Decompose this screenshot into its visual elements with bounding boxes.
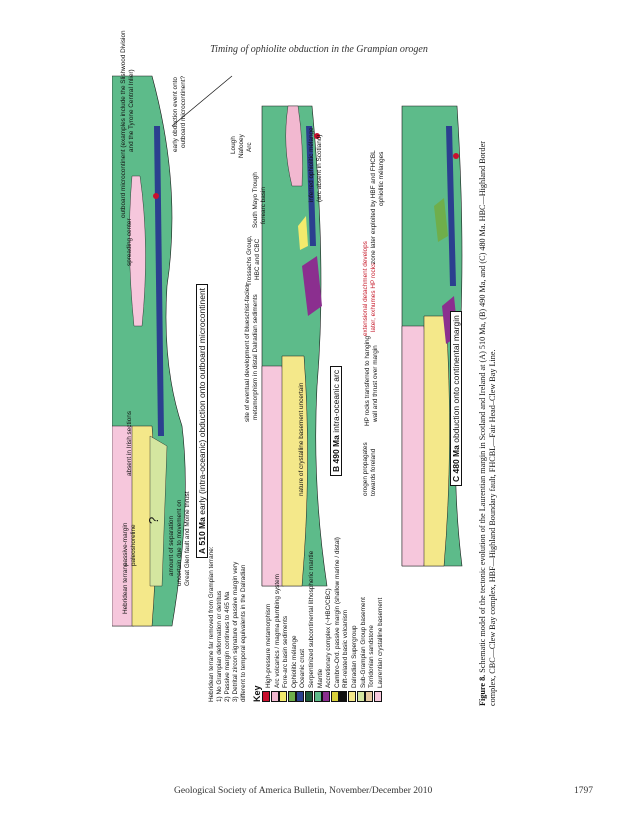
key-swatch	[322, 691, 331, 702]
label-hebridean: Hebridean terrane	[122, 562, 129, 614]
label-passive-margin: passive-margin	[122, 522, 129, 566]
hebridean-note-0: Hebridean terrane far removed from Gramp…	[208, 546, 215, 702]
key-swatch	[270, 691, 279, 702]
section-b-oceanic-crust	[306, 126, 316, 246]
key-swatch	[330, 691, 339, 702]
key-swatch	[339, 691, 348, 702]
label-hp-1: HP rocks transferred to hanging	[364, 335, 371, 426]
section-a-microcontinent	[129, 175, 146, 327]
key-label: Laurentian crystalline basement	[376, 597, 384, 688]
panel-c-letter: C	[451, 475, 461, 482]
key-title: Key	[252, 685, 262, 702]
label-site-1: site of eventual development of blueschi…	[244, 284, 251, 422]
section-b-arc	[285, 105, 303, 187]
label-ext-1: extensional detachment develops	[362, 241, 369, 336]
panel-c-title: C 480 Ma obduction onto continental marg…	[450, 311, 462, 486]
question-mark: ?	[146, 516, 161, 524]
caption-label: Figure 8.	[478, 674, 487, 706]
label-orogen-2: towards foreland	[370, 448, 377, 496]
caption-text: Schematic model of the tectonic evolutio…	[478, 141, 497, 706]
label-melange-1: inferred ophiolitic mélange	[308, 127, 315, 202]
hebridean-note-1: 1) No Grampian deformation or detritus	[216, 590, 223, 702]
label-separation-2: uncertain due to movement on	[176, 499, 183, 586]
section-c-hp-marker	[453, 153, 459, 159]
hebridean-note-3: 3) Detrital zircon signature of passive …	[232, 561, 239, 702]
label-ext-2: later, exhumes HP rocks	[370, 262, 377, 332]
label-early-2: outboard microcontinent?	[180, 75, 187, 148]
panel-b-text: intra-oceanic arc	[331, 369, 341, 433]
section-a-hp-marker	[153, 193, 159, 199]
section-b-hp-marker	[314, 133, 320, 139]
label-lough-1: Lough	[230, 136, 237, 154]
figure-8: Hebridean terrane passive-margin paleosh…	[112, 30, 512, 716]
label-trossachs-2: HBC and CBC	[254, 238, 261, 280]
panel-b-letter: B	[331, 465, 341, 472]
key-swatch	[365, 691, 374, 702]
section-c	[401, 105, 463, 567]
section-c-oceanic-crust	[446, 126, 456, 286]
key-swatch	[356, 691, 365, 702]
key-swatch	[296, 691, 305, 702]
section-b	[261, 105, 328, 587]
panel-a-age: 510 Ma	[197, 517, 207, 546]
label-orogen-1: orogen propagates	[362, 442, 369, 496]
label-basement-uncertain: nature of crystalline basement uncertain	[298, 382, 305, 496]
label-melange-2: (arc absent in Scotland)	[316, 134, 323, 203]
key-item: Laurentian crystalline basement	[373, 597, 384, 702]
key-swatch	[262, 691, 270, 702]
key-swatch	[287, 691, 296, 702]
label-ophiolitic-melanges: ophiolitic mélanges	[378, 151, 385, 206]
section-b-accretionary	[302, 256, 322, 316]
label-zone: zone later exploited by HBF and FHCBL	[370, 150, 377, 264]
label-early-1: early obduction event onto	[172, 77, 179, 152]
label-separation-3: Great Glen fault and Moine thrust	[184, 491, 191, 587]
label-hp-2: wall and thrust over margin	[372, 345, 379, 422]
cross-sections	[112, 75, 463, 627]
section-a-oceanic-crust	[154, 126, 164, 436]
label-trossachs-1: Trossachs Group,	[246, 235, 253, 286]
panel-b-title: B 490 Ma intra-oceanic arc	[330, 365, 342, 476]
panel-a-letter: A	[197, 547, 207, 554]
label-lough-3: Arc	[246, 142, 253, 152]
hebridean-note-2: 2) Passive margin continues to 465 Ma	[224, 591, 231, 702]
label-outboard-1: outboard microcontinent (examples includ…	[120, 30, 127, 218]
footer-journal: Geological Society of America Bulletin, …	[174, 786, 433, 796]
key-swatch	[313, 691, 322, 702]
label-site-2: metamorphism in distal Dalradian sedimen…	[252, 294, 259, 420]
panel-c-text: obduction onto continental margin	[451, 315, 461, 443]
footer-page: 1797	[574, 786, 593, 796]
section-a	[112, 75, 233, 627]
section-c-melange	[434, 198, 448, 242]
panel-a-title: A 510 Ma early (intra-oceanic) obduction…	[196, 283, 208, 558]
section-b-dalradian	[281, 355, 308, 587]
key-swatch	[305, 691, 313, 702]
label-mayo-2: forearc basin	[260, 187, 267, 224]
label-separation-1: amount of separation	[168, 515, 175, 576]
panel-a-text: early (intra-oceanic) obduction onto out…	[197, 287, 207, 515]
label-lough-2: Nafooey	[238, 134, 245, 158]
label-irish: absent in Irish sections	[126, 410, 133, 476]
figure-caption: Figure 8. Schematic model of the tectoni…	[478, 126, 498, 706]
key-swatch	[348, 691, 356, 702]
label-paleoshoreline: paleoshoreline	[130, 524, 137, 566]
hebridean-note-4: different to temporal equivalents in the…	[240, 564, 247, 702]
label-mayo-1: South Mayo Trough	[252, 172, 259, 228]
section-a-subgrampian	[149, 435, 168, 587]
label-spreading: spreading center	[126, 218, 133, 266]
panel-b-age: 490 Ma	[331, 435, 341, 464]
section-a-slab	[171, 75, 233, 127]
key-swatch	[373, 691, 382, 702]
key-label: Serpentinized subcontinental lithospheri…	[308, 550, 315, 688]
key-swatch	[279, 691, 288, 702]
section-c-dalradian	[423, 315, 450, 567]
panel-c-age: 480 Ma	[451, 445, 461, 474]
label-outboard-2: and the Tyrone Central Inlier)	[128, 69, 135, 152]
section-b-forearc	[298, 216, 308, 250]
running-head: Timing of ophiolite obduction in the Gra…	[210, 44, 428, 55]
